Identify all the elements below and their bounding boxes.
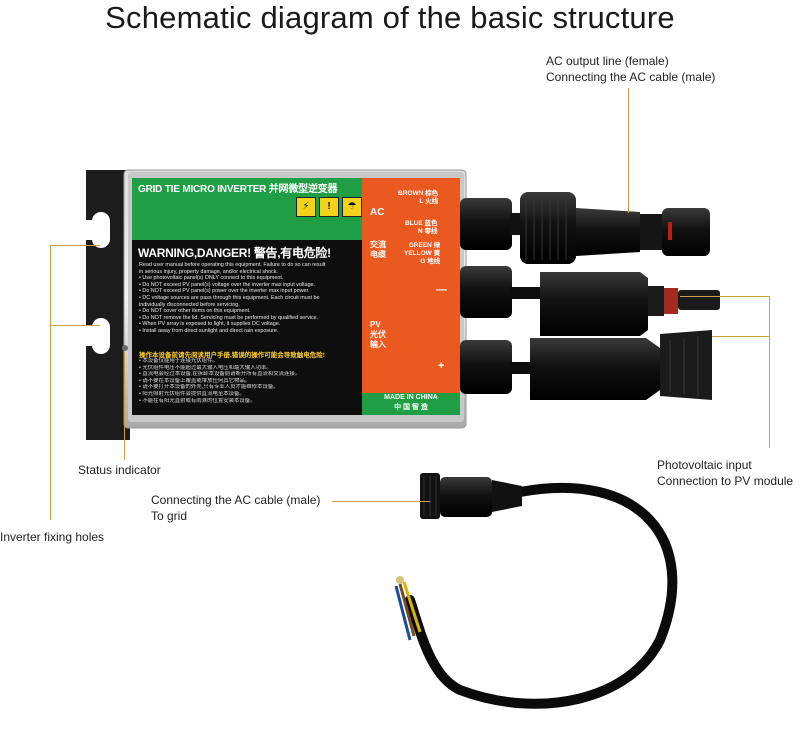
rule-line: • Do NOT remove the lid. Servicing must … [139,314,319,321]
pv-plus-sign: + [438,360,445,372]
leader-pv-bottom [712,336,770,337]
rule-line: Read user manual before operating this e… [139,262,326,268]
cable-glands [460,198,512,394]
ac-output-connector [510,192,710,264]
status-indicator-led [122,345,128,351]
leader-ac-output [628,88,629,213]
rule-line: in serious injury, property damage, and/… [139,268,278,275]
page-title: Schematic diagram of the basic structure [105,0,675,35]
leader-ac-cable [332,501,430,502]
rule-line: • Do NOT exceed PV panel(s) power over t… [139,288,310,295]
caution-icon: ! [319,197,339,217]
rule-line: individually disconnected before servici… [139,301,240,308]
callout-ac-cable: Connecting the AC cable (male) To grid [151,493,321,523]
high-voltage-icon: ⚡ [296,197,316,217]
pv-label: PV 光伏 输入 [370,320,386,349]
safety-rules-en: Read user manual before operating this e… [139,262,361,335]
rule-line-cn: • 请不要在本设备上覆盖或堆放任何其它物品。 [139,377,251,384]
rule-line-cn: • 阳光照射光伏组件会提供直流电至本设备。 [139,390,245,397]
leader-fixing-upper [50,245,100,246]
rule-line: • DC voltage sources are pass through th… [139,294,320,301]
leader-fixing-lower [50,325,100,326]
keep-dry-icon: ☂ [342,197,362,217]
leader-pv-top [680,296,770,297]
label-connection-panel [362,178,460,393]
rule-line-cn: • 直流电会经过本设备,在拆卸本设备前请断开所有直流和交流连接。 [139,371,301,378]
rule-line-cn: • 请不要打开本设备的外壳,只有专业人员才能维修本设备。 [139,384,279,391]
pv-negative-connector [510,272,720,336]
rule-line-cn: • 本设备仅能用于连接光伏组件。 [139,358,218,364]
mounting-bracket [84,170,130,440]
danger-heading: WARNING,DANGER! 警告,有电危险! [138,246,331,260]
label-warning-panel [132,240,362,415]
rule-line-cn: • 光伏组件电压不能超过最大输入电压和最大输入功率。 [139,364,272,371]
ac-label: AC [370,207,385,218]
leader-pv-vertical [769,296,770,448]
safety-heading-cn: 操作本设备前请先阅读用户手册,错误的操作可能会导致触电危险! [139,352,325,359]
callout-photovoltaic-input: Photovoltaic input Connection to PV modu… [657,458,794,488]
ac-grid-cable [394,473,678,709]
rule-line: • Use photovoltaic panel(s) ONLY connect… [139,275,284,282]
rule-line: • Do NOT exceed PV panel(s) voltage over… [139,281,316,288]
pv-positive-connector [510,330,712,400]
callout-status-indicator: Status indicator [78,463,161,477]
pv-minus-sign: — [436,284,447,296]
callout-ac-output: AC output line (female) Connecting the A… [546,54,716,84]
warning-symbols: ⚡ ! ☂ [296,197,362,217]
rule-line: • When PV array is exposed to light, it … [139,321,281,328]
leader-status [124,352,125,460]
label-header-text: GRID TIE MICRO INVERTER 并网微型逆变器 [138,184,338,195]
made-in-badge: MADE IN CHINA 中 国 智 造 [362,393,460,415]
rule-line-cn: • 不能在有阳光直射或有雨淋的位置安装本设备。 [139,397,256,404]
rule-line: • Install away from direct sunlight and … [139,327,279,334]
rule-line: • Do NOT cover other items on this equip… [139,308,251,315]
leader-fixing-vertical [50,245,51,520]
ac-label-cn: 交流 电缆 [370,240,386,259]
callout-fixing-holes: Inverter fixing holes [0,530,105,544]
safety-rules-cn: • 本设备仅能用于连接光伏组件。 • 光伏组件电压不能超过最大输入电压和最大输入… [139,358,361,404]
